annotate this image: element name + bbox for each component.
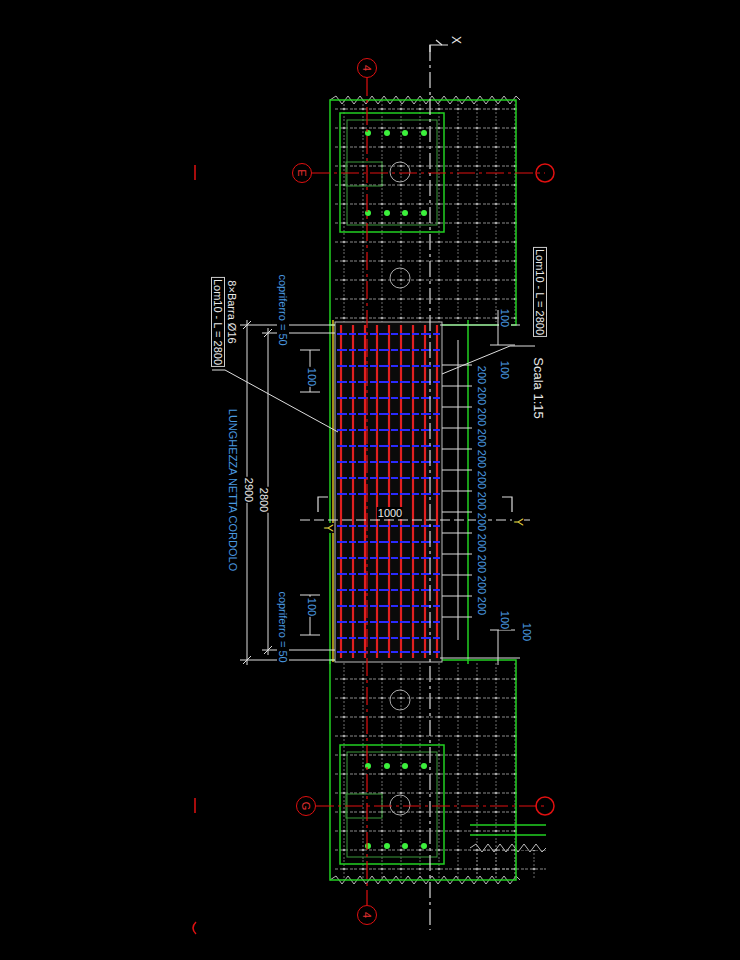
dimension-value: 100 [499,308,511,328]
grid-letter: G [300,802,312,811]
dimension-value: 200 [476,386,488,406]
dimension-value: 100 [499,610,511,630]
dimension-value: 100 [306,597,318,617]
dimension-value: 200 [476,512,488,532]
grid-bubble: 4 [357,905,377,925]
dimension-value: 200 [476,428,488,448]
drawing-label: X [450,35,462,45]
drawing-label: Y [512,517,524,527]
dimension-value: 100 [521,622,533,642]
dimension-value: 2800 [258,487,270,513]
dimension-value: 200 [476,554,488,574]
drawing-label: copriferro = 50 [277,590,289,663]
dimension-value: 200 [476,470,488,490]
grid-bubble: 4 [357,58,377,78]
drawing-label: Y [322,523,334,533]
dimension-value: 2900 [243,477,255,503]
grid-letter: 4 [361,65,373,71]
grid-line [366,78,367,905]
dimension-value: 200 [476,407,488,427]
drawing-label: copriferro = 50 [277,273,289,346]
drawing-label: Lom10 - L = 2800 [534,248,546,336]
dimension-value: 100 [306,367,318,387]
grid-letter: E [296,169,308,176]
dimension-value: 200 [476,365,488,385]
dimension-value: 200 [476,596,488,616]
dimension-value: 200 [476,491,488,511]
drawing-label: LUNGHEZZA NETTA CORDOLO [227,408,239,572]
drawing-label: Lom10 - L = 2800 [212,278,224,366]
dimension-value: 200 [476,449,488,469]
drawing-label: 8×Barra Ø16 [226,279,238,344]
dimension-value: 200 [476,575,488,595]
grid-bubble: E [292,163,312,183]
dimension-value: 100 [499,360,511,380]
grid-bubble: G [296,796,316,816]
grid-letter: 4 [361,912,373,918]
drawing-label: Scala 1:15 [532,356,544,419]
dimension-value: 1000 [377,507,403,519]
dimension-value: 200 [476,533,488,553]
